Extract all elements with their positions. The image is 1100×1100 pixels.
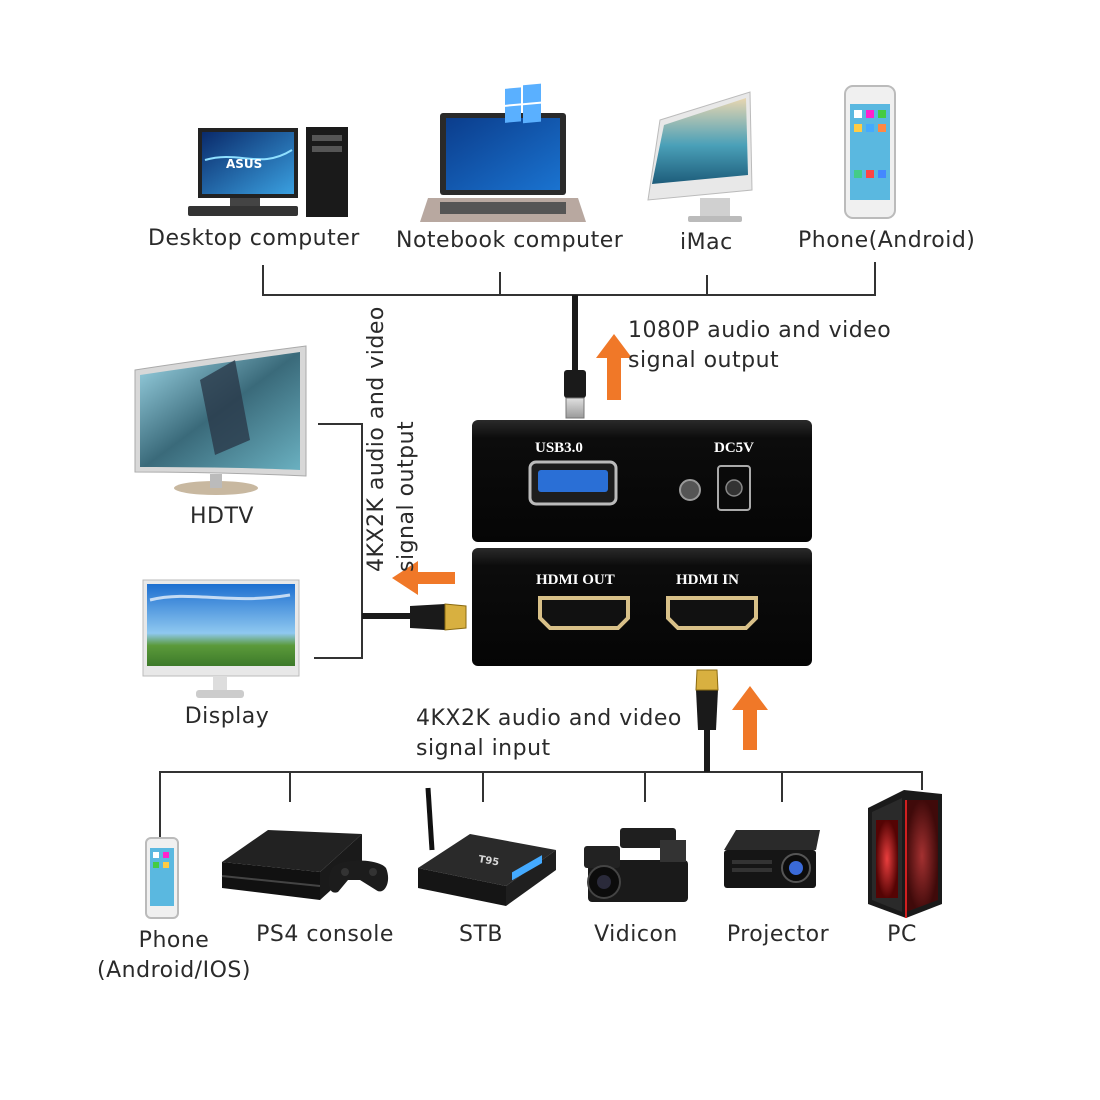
- projector-icon: [724, 830, 820, 888]
- annotation-hdmi-output: 4KX2K audio and video signal output: [364, 306, 419, 572]
- hdtv-icon: [134, 345, 307, 495]
- label-phone: Phone (Android/IOS): [97, 928, 251, 983]
- arrow-hdmi-input: [732, 686, 768, 750]
- bottom-bus-line: [159, 771, 923, 838]
- annotation-hdmi-input: 4KX2K audio and video signal input: [416, 706, 682, 761]
- top-bus-line: [262, 262, 876, 296]
- label-stb: STB: [459, 922, 503, 947]
- usb-port-label: USB3.0: [535, 440, 583, 456]
- capture-device: [472, 420, 812, 666]
- device-top-panel: [472, 420, 812, 542]
- hdmi-out-port: [538, 596, 630, 630]
- label-desktop-computer: Desktop computer: [148, 226, 360, 251]
- ps4-console-icon: [221, 830, 389, 900]
- label-ps4-console: PS4 console: [256, 922, 394, 947]
- notebook-computer-icon: [420, 83, 586, 222]
- label-display: Display: [184, 704, 270, 729]
- arrow-usb-output: [596, 334, 632, 400]
- hdmi-in-port-label: HDMI IN: [676, 572, 739, 588]
- desktop-computer-icon: ASUS: [188, 127, 348, 217]
- hdmi-in-port: [666, 596, 758, 630]
- annotation-usb-output: 1080P audio and video signal output: [628, 318, 892, 373]
- label-vidicon: Vidicon: [594, 922, 678, 947]
- android-phone-icon: [844, 85, 896, 219]
- svg-text:ASUS: ASUS: [226, 157, 262, 171]
- label-hdtv: HDTV: [190, 504, 254, 529]
- hdmi-output-cable: [362, 603, 467, 631]
- device-bottom-panel: [472, 548, 812, 666]
- arrow-hdmi-output: [392, 561, 455, 595]
- label-imac: iMac: [680, 230, 733, 255]
- phone-icon: [145, 837, 179, 919]
- left-bracket-line: [314, 423, 363, 659]
- stb-icon: T95: [418, 787, 556, 906]
- label-pc: PC: [887, 922, 917, 947]
- svg-text:T95: T95: [477, 854, 499, 868]
- vidicon-icon: [584, 828, 688, 902]
- led-indicator: [679, 479, 701, 501]
- label-notebook-computer: Notebook computer: [396, 228, 624, 253]
- label-projector: Projector: [726, 922, 830, 947]
- hdmi-input-cable: [695, 669, 719, 772]
- display-icon: [142, 579, 300, 698]
- pc-tower-icon: [868, 790, 942, 918]
- hdmi-out-port-label: HDMI OUT: [536, 572, 615, 588]
- usb-cable: [564, 295, 586, 419]
- dc-port-label: DC5V: [714, 440, 754, 456]
- connection-lines: [159, 262, 923, 838]
- label-android-phone: Phone(Android): [798, 228, 976, 253]
- imac-icon: [647, 91, 753, 222]
